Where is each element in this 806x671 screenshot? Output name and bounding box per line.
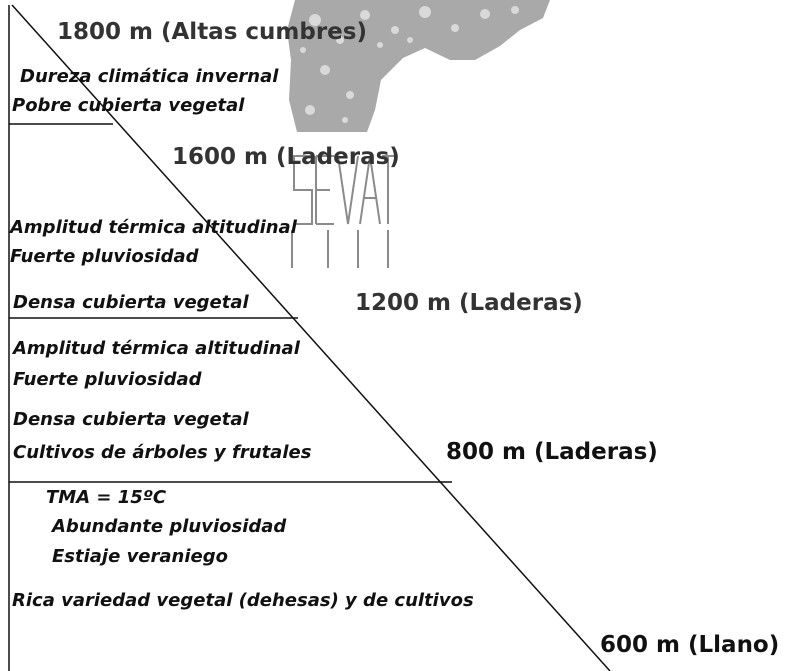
feature-label: Amplitud térmica altitudinal (10, 217, 297, 238)
feature-label: Densa cubierta vegetal (13, 292, 249, 313)
feature-label: Rica variedad vegetal (dehesas) y de cul… (12, 590, 474, 611)
feature-label: Amplitud térmica altitudinal (13, 338, 300, 359)
altitude-label-1200: 1200 m (Laderas) (355, 290, 583, 316)
altitude-label-600: 600 m (Llano) (600, 632, 780, 658)
feature-label: Dureza climática invernal (20, 66, 279, 87)
feature-label: Densa cubierta vegetal (13, 409, 249, 430)
feature-label: Cultivos de árboles y frutales (13, 442, 312, 463)
altitude-label-1600: 1600 m (Laderas) (172, 144, 400, 170)
feature-label: TMA = 15ºC (46, 487, 167, 508)
altitude-label-800: 800 m (Laderas) (446, 439, 658, 465)
feature-label: Pobre cubierta vegetal (12, 95, 245, 116)
feature-label: Fuerte pluviosidad (13, 369, 202, 390)
altitude-label-1800: 1800 m (Altas cumbres) (57, 19, 367, 45)
feature-label: Fuerte pluviosidad (10, 246, 199, 267)
tree-texture-icon (287, 0, 550, 132)
feature-label: Estiaje veraniego (52, 546, 228, 567)
feature-label: Abundante pluviosidad (52, 516, 287, 537)
sevat-watermark-logo (291, 155, 394, 268)
slope-line (11, 4, 611, 671)
